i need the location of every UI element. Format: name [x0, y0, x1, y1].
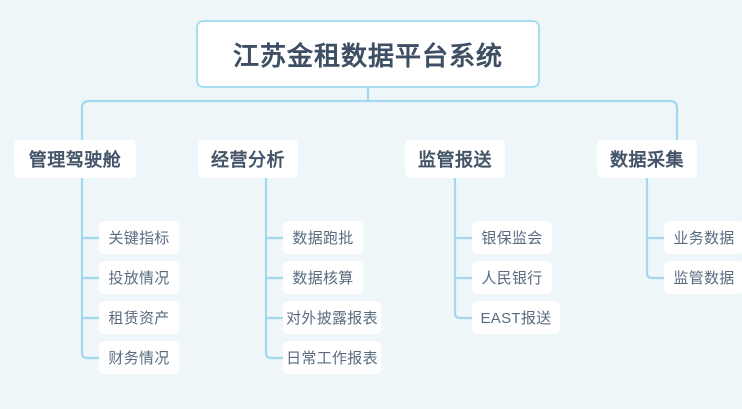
node-leaf-key-indicators[interactable]: 关键指标 — [99, 221, 179, 254]
node-leaf-label: 租赁资产 — [108, 310, 170, 327]
node-leaf-label: 监管数据 — [673, 270, 735, 287]
node-leaf-daily-work-report[interactable]: 日常工作报表 — [283, 341, 381, 374]
node-branch-label: 监管报送 — [418, 150, 492, 170]
node-leaf-label: 银保监会 — [481, 230, 543, 247]
node-leaf-label: 财务情况 — [108, 350, 170, 367]
connector-trunk-3 — [453, 200, 472, 320]
node-leaf-label: 日常工作报表 — [286, 350, 378, 367]
node-leaf-external-disclosure-report[interactable]: 对外披露报表 — [283, 301, 381, 334]
node-leaf-east-reporting[interactable]: EAST报送 — [472, 301, 560, 334]
node-leaf-data-accounting[interactable]: 数据核算 — [283, 261, 363, 294]
node-root-label: 江苏金租数据平台系统 — [232, 40, 503, 71]
node-branch-management-cockpit[interactable]: 管理驾驶舱 — [14, 140, 136, 178]
node-leaf-financial-status[interactable]: 财务情况 — [99, 341, 179, 374]
node-leaf-business-data[interactable]: 业务数据 — [664, 221, 742, 254]
node-branch-label: 经营分析 — [211, 150, 285, 170]
node-leaf-pboc[interactable]: 人民银行 — [472, 261, 552, 294]
node-leaf-label: 人民银行 — [481, 270, 543, 287]
node-leaf-lease-assets[interactable]: 租赁资产 — [99, 301, 179, 334]
node-leaf-label: 数据核算 — [292, 270, 354, 287]
node-root[interactable]: 江苏金租数据平台系统 — [196, 20, 540, 88]
node-branch-regulatory-reporting[interactable]: 监管报送 — [405, 140, 505, 178]
node-leaf-label: 对外披露报表 — [286, 310, 378, 327]
node-leaf-placement-status[interactable]: 投放情况 — [99, 261, 179, 294]
connector-trunk-4 — [645, 200, 664, 280]
node-branch-label: 管理驾驶舱 — [28, 150, 122, 170]
connector-bus — [80, 99, 679, 140]
node-leaf-regulatory-data[interactable]: 监管数据 — [664, 261, 742, 294]
connector-trunk-2 — [264, 200, 283, 360]
node-leaf-label: 业务数据 — [673, 230, 735, 247]
node-leaf-label: 投放情况 — [108, 270, 170, 287]
node-leaf-label: EAST报送 — [480, 310, 552, 327]
node-leaf-label: 关键指标 — [108, 230, 170, 247]
connector-trunk-1 — [80, 200, 99, 360]
node-leaf-cbirc[interactable]: 银保监会 — [472, 221, 552, 254]
node-branch-data-collection[interactable]: 数据采集 — [597, 140, 697, 178]
node-branch-business-analysis[interactable]: 经营分析 — [198, 140, 298, 178]
node-leaf-label: 数据跑批 — [292, 230, 354, 247]
node-leaf-data-batch-run[interactable]: 数据跑批 — [283, 221, 363, 254]
node-branch-label: 数据采集 — [610, 150, 684, 170]
